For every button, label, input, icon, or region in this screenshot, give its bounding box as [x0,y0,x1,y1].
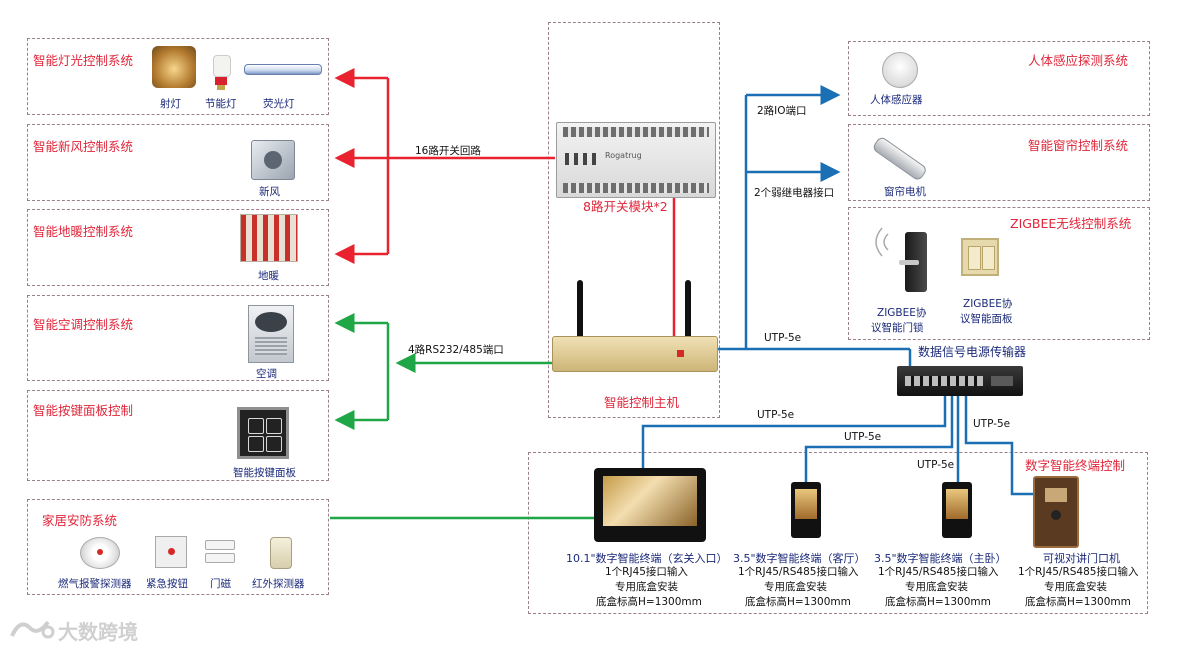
terminal-title: 数字智能终端控制 [1025,458,1126,473]
zigbee-title: ZIGBEE无线控制系统 [1010,216,1132,231]
infrared-detector-label: 红外探测器 [252,578,305,590]
fresh-air-label: 新风 [259,186,280,198]
cfl-label: 节能灯 [205,98,237,110]
aircon-box [27,295,329,381]
terminal-1-height: 底盒标高H=1300mm [596,596,702,608]
utp-label-2: UTP-5e [844,431,882,443]
terminal-2-spec: 1个RJ45/RS485接口输入 [738,566,859,578]
floor-heat-label: 地暖 [258,270,279,282]
aircon-title: 智能空调控制系统 [33,317,134,332]
transmitter-label: 数据信号电源传输器 [918,345,1027,359]
center-box [548,22,720,418]
switch-loop-label: 16路开关回路 [415,145,481,157]
smart-lock-label-2: 议智能门锁 [871,322,924,334]
gas-detector-label: 燃气报警探测器 [58,578,132,590]
terminal-3-height: 底盒标高H=1300mm [885,596,991,608]
lighting-title: 智能灯光控制系统 [33,53,134,68]
switch-module-label: 8路开关模块*2 [583,199,668,214]
cfl-bulb-icon [213,55,231,90]
zigbee-panel-label-2: 议智能面板 [960,313,1013,325]
host-antenna-left-icon [577,280,583,340]
zigbee-panel-label-1: ZIGBEE协 [963,298,1013,310]
security-title: 家居安防系统 [42,513,118,528]
fluorescent-tube-icon [244,64,322,75]
terminal-1-spec: 1个RJ45接口输入 [605,566,688,578]
smart-lock-icon [899,232,927,292]
keypad-box [27,390,329,481]
security-box [27,499,329,595]
control-host-label: 智能控制主机 [604,395,680,410]
terminal-2-height: 底盒标高H=1300mm [745,596,851,608]
zigbee-box [848,207,1150,340]
terminal-1-mount: 专用底盒安装 [615,581,678,593]
terminal-4-mount: 专用底盒安装 [1044,581,1107,593]
door-intercom-device [1033,476,1079,548]
switch-module-image: Rogatrug [556,122,716,198]
curtain-title: 智能窗帘控制系统 [1028,138,1129,153]
wireless-signal-icon [862,222,892,262]
zigbee-panel-icon [961,238,999,276]
terminal-3-5-bedroom-device [942,482,972,538]
terminal-3-mount: 专用底盒安装 [905,581,968,593]
smart-lock-label-1: ZIGBEE协 [877,307,927,319]
door-sensor-label: 门磁 [210,578,231,590]
terminal-4-height: 底盒标高H=1300mm [1025,596,1131,608]
aircon-label: 空调 [256,368,277,380]
terminal-box [528,452,1148,614]
motion-sensor-label: 人体感应器 [870,94,923,106]
motion-sensor-icon [882,52,918,88]
utp-label-1: UTP-5e [757,409,795,421]
door-sensor-icon [205,540,235,563]
emergency-button-icon [155,536,187,568]
terminal-3-spec: 1个RJ45/RS485接口输入 [878,566,999,578]
transmitter-device-icon [897,366,1023,396]
fresh-air-box [27,124,329,201]
watermark-logo-icon [8,614,56,642]
fresh-air-unit-icon [251,140,295,180]
curtain-motor-label: 窗帘电机 [884,186,926,198]
curtain-box [848,124,1150,201]
terminal-3-5-living-device [791,482,821,538]
aircon-unit-icon [248,305,294,363]
utp-label-4: UTP-5e [973,418,1011,430]
io-port-label: 2路IO端口 [757,105,807,117]
terminal-1-name: 10.1"数字智能终端（玄关入口） [566,552,728,565]
terminal-10-inch-device [594,468,706,542]
floor-heat-manifold-icon [240,214,298,262]
terminal-4-spec: 1个RJ45/RS485接口输入 [1018,566,1139,578]
infrared-detector-icon [270,537,292,569]
floor-heat-title: 智能地暖控制系统 [33,224,134,239]
utp-label-host: UTP-5e [764,332,802,344]
host-antenna-right-icon [685,280,691,340]
utp-label-3: UTP-5e [917,459,955,471]
watermark-text: 大数跨境 [58,620,138,644]
keypad-title: 智能按键面板控制 [33,403,134,418]
fluorescent-label: 荧光灯 [263,98,295,110]
relay-port-label: 2个弱继电器接口 [754,187,835,199]
floor-heat-box [27,209,329,286]
gas-detector-icon [80,537,120,569]
terminal-3-name: 3.5"数字智能终端（主卧） [874,552,1007,565]
keypad-panel-icon [237,407,289,459]
keypad-label: 智能按键面板 [233,467,296,479]
rs-port-label: 4路RS232/485端口 [408,344,504,356]
emergency-button-label: 紧急按钮 [146,578,188,590]
terminal-2-mount: 专用底盒安装 [764,581,827,593]
terminal-4-name: 可视对讲门口机 [1043,552,1120,565]
spotlight-icon [152,46,196,88]
terminal-2-name: 3.5"数字智能终端（客厅） [733,552,866,565]
fresh-air-title: 智能新风控制系统 [33,139,134,154]
control-host-image [552,336,718,372]
motion-box [848,41,1150,116]
spotlight-label: 射灯 [160,98,181,110]
motion-title: 人体感应探测系统 [1028,53,1129,68]
lighting-box [27,38,329,115]
